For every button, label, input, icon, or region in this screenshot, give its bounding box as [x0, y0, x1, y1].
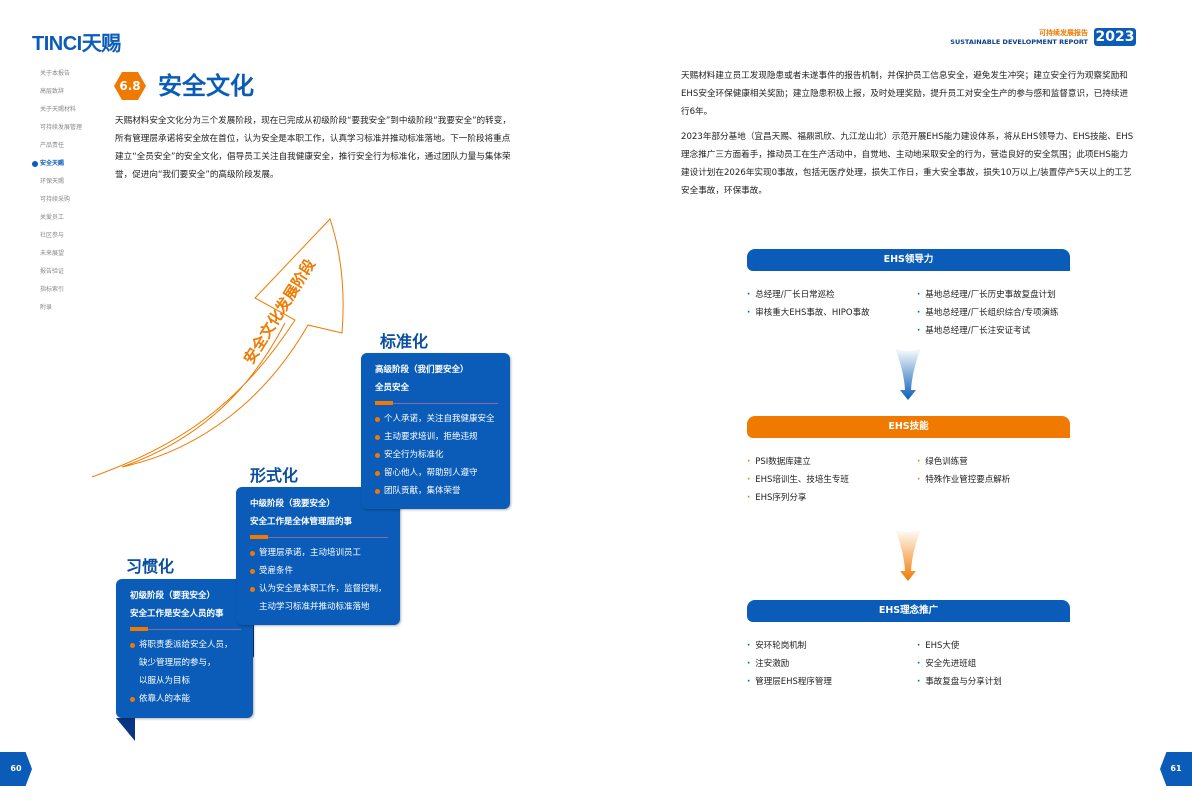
ehs-list-item: 安环轮岗机制 [747, 637, 806, 655]
stage-level: 高级阶段（我们要安全） [375, 365, 469, 375]
sidebar-item[interactable]: 未来展望 [40, 250, 65, 257]
sidebar-item[interactable]: 指标索引 [40, 286, 65, 293]
down-arrow-icon [895, 529, 921, 581]
stage-card-initial: 初级阶段（要我安全） 安全工作是安全人员的事 将职责委派给安全人员， 缺少管理层的… [116, 579, 253, 718]
ehs-list-item: EHS大使 [917, 637, 959, 655]
ehs-list-item: PSI数据库建立 [747, 453, 811, 471]
stage-title-formalization: 形式化 [250, 466, 299, 485]
tinci-logo: TINCI天赐 [32, 33, 121, 55]
ehs-list-item: 总经理/厂长日常巡检 [747, 286, 834, 304]
stage-level: 中级阶段（我要安全） [250, 499, 336, 509]
sidebar-item[interactable]: 安全天赐 [31, 158, 82, 176]
stage-bullet: 依靠人的本能 [130, 690, 241, 708]
sidebar-item[interactable]: 可持续采购 [40, 196, 71, 203]
ehs-list-item: 事故复盘与分享计划 [917, 673, 1002, 691]
divider [130, 627, 241, 631]
ehs-section-header: EHS理念推广 [747, 600, 1070, 622]
page-title: 安全文化 [158, 72, 254, 100]
growth-arrow-icon: 安全文化发展阶段 [91, 218, 344, 478]
down-arrow-icon [895, 348, 921, 400]
stage-bullet: 留心他人，帮助别人遵守 [375, 464, 498, 482]
stage-subtitle: 安全工作是全体管理层的事 [250, 517, 353, 527]
stage-level: 初级阶段（要我安全） [130, 591, 216, 601]
stage-bullet: 受雇条件 [250, 562, 388, 580]
section-number-badge: 6.8 [114, 72, 146, 100]
ehs-list-item: EHS培训生、技培生专班 [747, 471, 849, 489]
stage-bullet: 主动学习标准并推动标准落地 [259, 602, 370, 612]
stage-subtitle: 安全工作是安全人员的事 [130, 609, 224, 619]
stage-bullet: 管理层承诺，主动培训员工 [250, 544, 388, 562]
ehs-list-item: 管理层EHS程序管理 [747, 673, 832, 691]
report-title-en: SUSTAINABLE DEVELOPMENT REPORT [950, 38, 1088, 46]
stage-title-habituation: 习惯化 [126, 557, 175, 576]
stage-bullet: 主动要求培训，拒绝违规 [375, 428, 498, 446]
sidebar-item[interactable]: 关爱员工 [40, 214, 65, 221]
ehs-list-item: 安全先进班组 [917, 655, 976, 673]
sidebar-item[interactable]: 产品责任 [40, 142, 65, 149]
stage-bullet: 缺少管理层的参与， [139, 658, 216, 668]
sidebar-item[interactable]: 可持续发展管理 [40, 124, 83, 131]
stage-card-advanced: 高级阶段（我们要安全） 全员安全 个人承诺，关注自我健康安全主动要求培训，拒绝违… [361, 353, 510, 509]
sidebar-item[interactable]: 高层致辞 [40, 88, 65, 95]
ehs-list-item: EHS序列分享 [747, 489, 806, 507]
sidebar-item[interactable]: 社区参与 [40, 232, 65, 239]
ehs-section-header: EHS领导力 [747, 249, 1070, 271]
stage-bullet: 认为安全是本职工作，监督控制， [250, 580, 388, 598]
sidebar-item[interactable]: 附录 [40, 304, 53, 311]
report-title: 可持续发展报告 SUSTAINABLE DEVELOPMENT REPORT [950, 28, 1088, 46]
ehs-section-header: EHS技能 [747, 416, 1070, 438]
sidebar-item[interactable]: 环保天赐 [40, 178, 65, 185]
ehs-list-item: 基地总经理/厂长组织综合/专项演练 [917, 304, 1058, 322]
stage-bullet: 个人承诺，关注自我健康安全 [375, 410, 498, 428]
ehs-list-item: 基地总经理/厂长历史事故复盘计划 [917, 286, 1055, 304]
stage-bullet: 安全行为标准化 [375, 446, 498, 464]
stage-card-intermediate: 中级阶段（我要安全） 安全工作是全体管理层的事 管理层承诺，主动培训员工受雇条件… [236, 487, 400, 625]
year-badge: 2023 [1094, 28, 1136, 46]
stage-bullet: 以服从为目标 [139, 676, 191, 686]
ehs-list-item: 绿色训练营 [917, 453, 968, 471]
stage-bullet: 团队贡献，集体荣誉 [375, 482, 498, 500]
right-paragraph-1: 天赐材料建立员工发现隐患或者未遂事件的报告机制，并保护员工信息安全，避免发生冲突… [681, 71, 1129, 117]
ehs-list-item: 基地总经理/厂长注安证考试 [917, 322, 1030, 340]
divider [375, 401, 498, 405]
stage-title-standardization: 标准化 [380, 332, 429, 351]
sidebar-item[interactable]: 报告验证 [40, 268, 65, 275]
card-fold [116, 718, 135, 741]
ehs-list-item: 特殊作业管控要点解析 [917, 471, 1010, 489]
divider [250, 535, 388, 539]
report-title-cn: 可持续发展报告 [1039, 29, 1088, 37]
sidebar-item[interactable]: 关于天赐材料 [40, 106, 77, 113]
page-number-right: 61 [1160, 752, 1192, 786]
ehs-list-item: 审核重大EHS事故、HIPO事故 [747, 304, 869, 322]
sidebar-item[interactable]: 关于本报告 [40, 70, 71, 77]
stage-bullet: 将职责委派给安全人员， [130, 636, 241, 654]
stage-subtitle: 全员安全 [375, 383, 410, 393]
ehs-list-item: 注安激励 [747, 655, 789, 673]
intro-paragraph: 天赐材料安全文化分为三个发展阶段，现在已完成从初级阶段“要我安全”到中级阶段“我… [115, 116, 511, 180]
sidebar-nav: 关于本报告高层致辞关于天赐材料可持续发展管理产品责任安全天赐环保天赐可持续采购关… [31, 68, 83, 320]
page-number-left: 60 [0, 752, 32, 786]
right-paragraph-2: 2023年部分基地（宜昌天赐、福鼎凯欣、九江龙山北）示范开展EHS能力建设体系，… [681, 132, 1134, 196]
